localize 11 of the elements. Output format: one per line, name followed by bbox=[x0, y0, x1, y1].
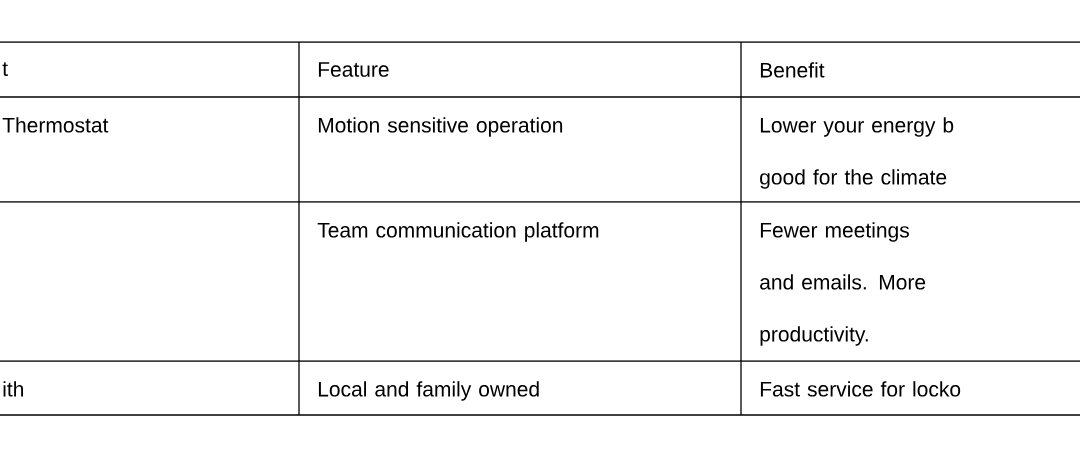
table-text: Motion sensitive operation bbox=[318, 117, 563, 137]
table-text: Fast service for locko bbox=[760, 381, 961, 397]
table-header: t bbox=[2, 62, 8, 76]
table-text: ith bbox=[3, 381, 23, 397]
table-text: Local and family owned bbox=[318, 381, 539, 401]
table-text: Fewer meetings and emails. More productivity. bbox=[760, 222, 926, 346]
table-text: Team communication platform bbox=[317, 222, 599, 242]
table-header: Benefit bbox=[760, 62, 825, 78]
table-text: Lower your energy b good for the climate bbox=[760, 117, 954, 189]
table-header: Feature bbox=[318, 62, 389, 77]
table-text: Thermostat bbox=[2, 117, 109, 133]
